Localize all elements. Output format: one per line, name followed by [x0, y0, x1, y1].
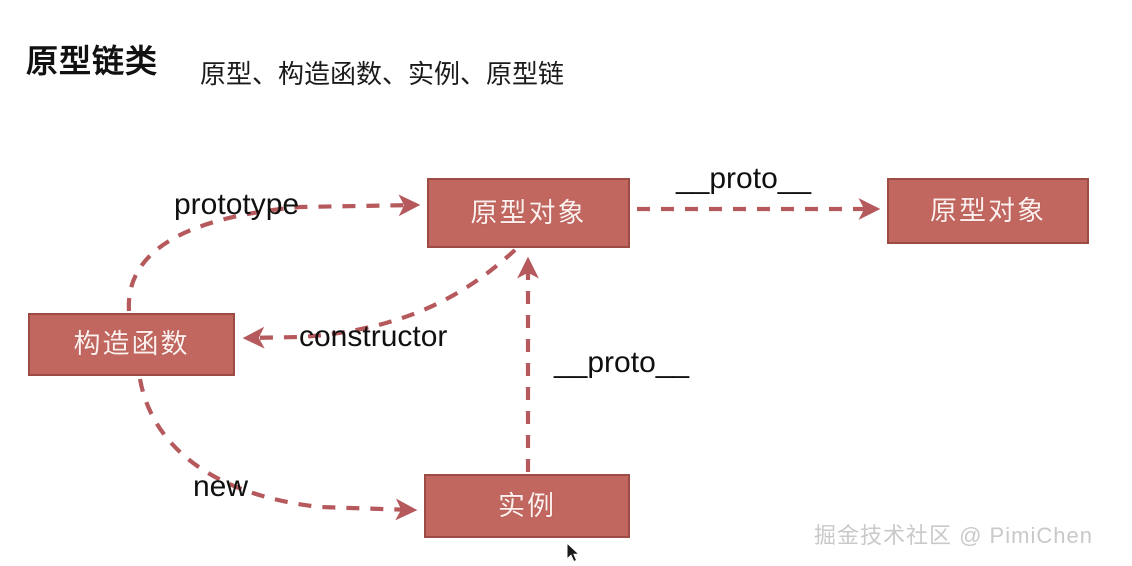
edge-label-constructor: constructor — [299, 320, 448, 353]
edge-label-proto-top: __proto__ — [676, 162, 812, 195]
watermark: 掘金技术社区 @ PimiChen — [814, 523, 1093, 548]
header: 原型链类 原型、构造函数、实例、原型链 — [0, 0, 1132, 120]
mouse-cursor-icon — [566, 542, 581, 563]
node-constructor-function[interactable]: 构造函数 — [28, 313, 235, 376]
edge-label-proto-middle: __proto__ — [554, 346, 690, 379]
page-subtitle: 原型、构造函数、实例、原型链 — [200, 59, 565, 89]
edge-label-prototype: prototype — [174, 188, 300, 221]
edge-new — [137, 378, 418, 521]
node-prototype-object-1[interactable]: 原型对象 — [427, 178, 630, 248]
page-title: 原型链类 — [26, 43, 159, 79]
node-instance[interactable]: 实例 — [424, 474, 630, 538]
edge-label-new: new — [193, 470, 249, 503]
node-prototype-object-2[interactable]: 原型对象 — [887, 178, 1089, 244]
